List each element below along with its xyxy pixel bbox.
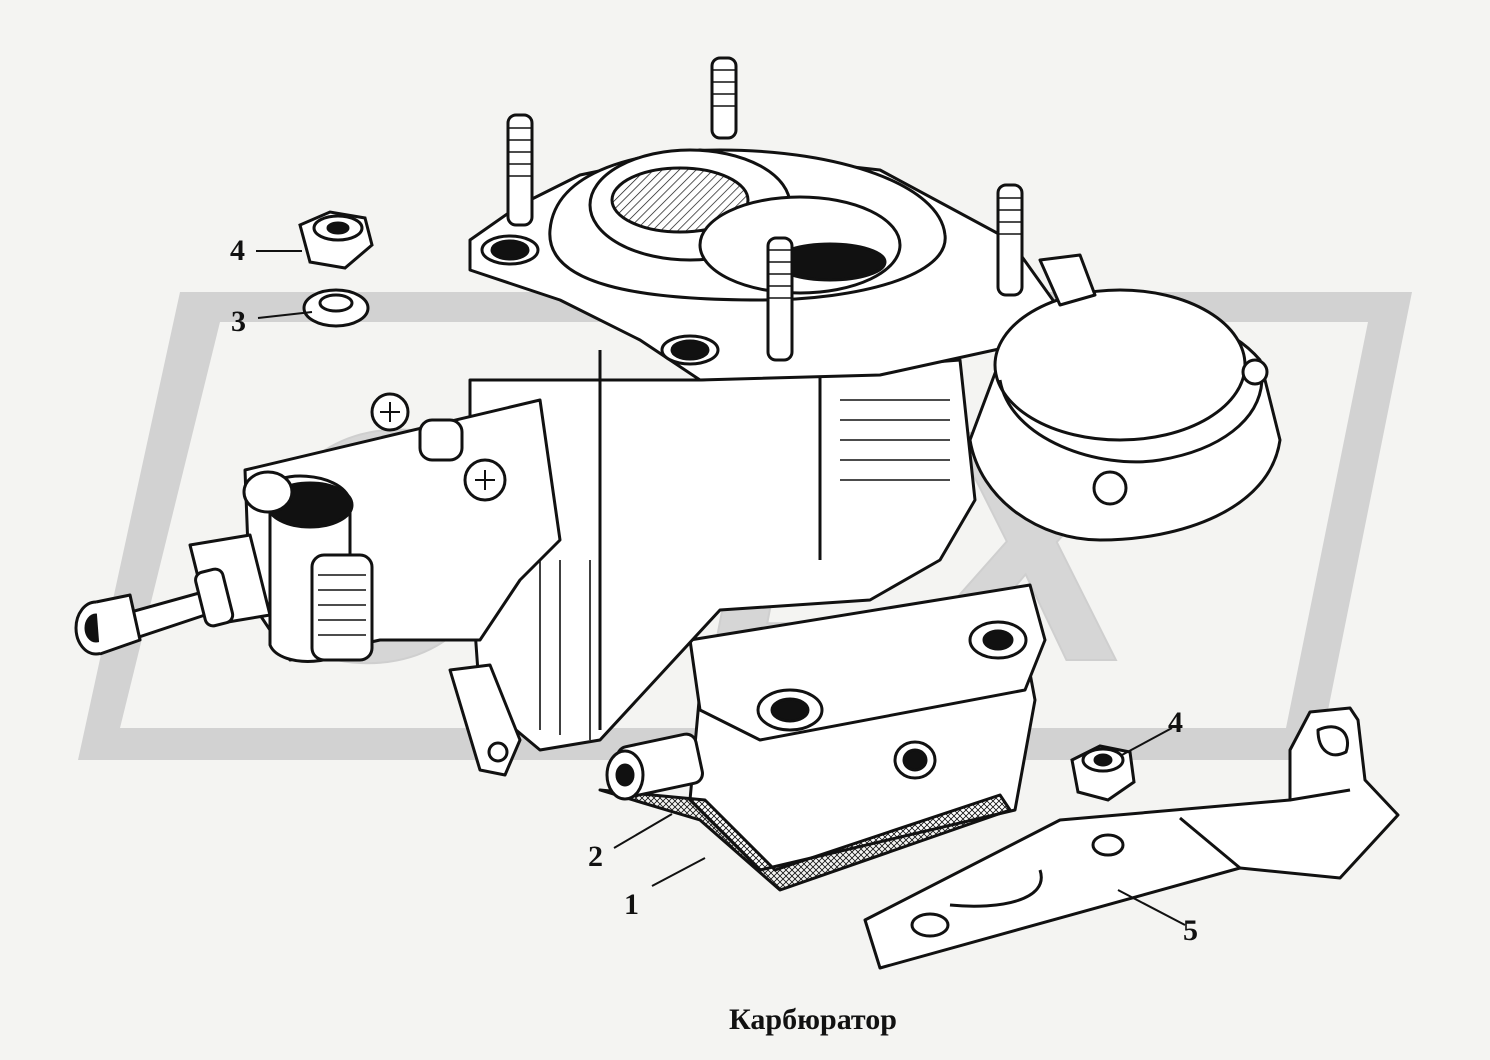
part-bracket xyxy=(863,706,1400,970)
callout-label-1: 1 xyxy=(624,888,639,921)
callout-label-4b: 4 xyxy=(1168,706,1183,739)
leader-lines xyxy=(256,250,1186,926)
leader-3 xyxy=(257,311,313,319)
fuel-inlet-pipe xyxy=(74,567,235,656)
return-nozzle xyxy=(605,732,704,801)
callout-label-4a: 4 xyxy=(230,234,245,267)
float-chamber-cover xyxy=(188,392,562,663)
leader-2 xyxy=(613,813,673,849)
callout-label-5: 5 xyxy=(1183,914,1198,947)
diaphragm-housing xyxy=(968,253,1282,542)
figure-caption: Карбюратор xyxy=(729,1003,897,1036)
callout-label-3: 3 xyxy=(231,305,246,338)
leader-4b xyxy=(1119,727,1173,757)
base-gasket xyxy=(598,788,1012,892)
leader-1 xyxy=(651,857,706,887)
mounting-studs xyxy=(506,56,1024,362)
part-nut-right xyxy=(1070,744,1136,802)
callout-label-2: 2 xyxy=(588,840,603,873)
leader-5 xyxy=(1117,889,1186,926)
carburetor-body xyxy=(74,56,1282,892)
part-washer xyxy=(302,288,370,328)
part-nut-top xyxy=(298,210,374,270)
